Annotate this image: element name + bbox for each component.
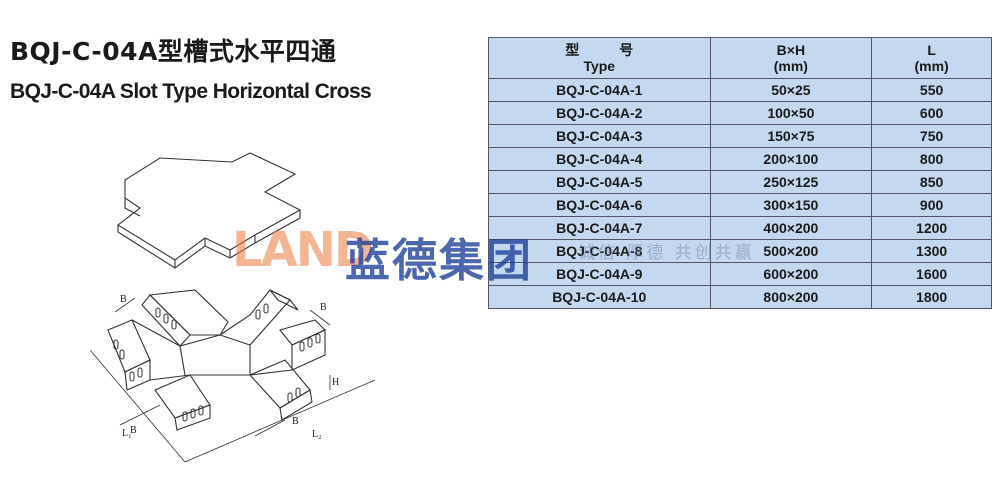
table-row: BQJ-C-04A-6 300×150 900 — [488, 193, 992, 217]
cell-size: 400×200 — [709, 216, 873, 240]
cross-iso-view — [107, 289, 326, 431]
header-model-cn: 型 号 — [565, 42, 652, 58]
cell-length: 1600 — [871, 262, 992, 286]
cell-model: BQJ-C-04A-2 — [488, 101, 711, 125]
cell-length: 600 — [871, 101, 992, 125]
table-row: BQJ-C-04A-1 50×25 550 — [488, 78, 992, 102]
cell-size: 50×25 — [709, 78, 873, 102]
cell-size: 200×100 — [709, 147, 873, 171]
header-size: B×H (mm) — [709, 37, 873, 79]
table-row: BQJ-C-04A-10 800×200 1800 — [488, 285, 992, 309]
cell-model: BQJ-C-04A-5 — [488, 170, 711, 194]
cell-length: 800 — [871, 147, 992, 171]
cell-size: 300×150 — [709, 193, 873, 217]
cell-model: BQJ-C-04A-9 — [488, 262, 711, 286]
cell-length: 900 — [871, 193, 992, 217]
table-row: BQJ-C-04A-2 100×50 600 — [488, 101, 992, 125]
cell-length: 850 — [871, 170, 992, 194]
table-row: BQJ-C-04A-8 500×200 1300 — [488, 239, 992, 263]
spec-table: 型 号 Type B×H (mm) L (mm) BQJ-C-04A-1 50×… — [488, 37, 992, 309]
dim-label-b-left: B — [120, 294, 127, 305]
dim-label-b-bottom-right: B — [292, 416, 299, 427]
title-english: BQJ-C-04A Slot Type Horizontal Cross — [10, 80, 372, 103]
table-row: BQJ-C-04A-9 600×200 1600 — [488, 262, 992, 286]
header-size-unit: (mm) — [773, 58, 808, 74]
dim-label-b-right: B — [320, 302, 327, 313]
cell-size: 500×200 — [709, 239, 873, 263]
cell-length: 750 — [871, 124, 992, 148]
cell-model: BQJ-C-04A-3 — [488, 124, 711, 148]
cell-size: 100×50 — [709, 101, 873, 125]
header-length-label: L — [927, 42, 936, 58]
dimension-lines — [89, 297, 376, 463]
cell-model: BQJ-C-04A-4 — [488, 147, 711, 171]
spec-table-header: 型 号 Type B×H (mm) L (mm) — [488, 37, 992, 79]
table-row: BQJ-C-04A-5 250×125 850 — [488, 170, 992, 194]
cell-length: 1200 — [871, 216, 992, 240]
cell-size: 250×125 — [709, 170, 873, 194]
title-chinese: BQJ-C-04A型槽式水平四通 — [10, 37, 337, 66]
cross-fitting-drawing: B B H B L₁ B L₂ — [89, 152, 376, 463]
cell-length: 1300 — [871, 239, 992, 263]
header-length: L (mm) — [871, 37, 992, 79]
header-model-en: Type — [583, 58, 616, 74]
cell-size: 800×200 — [709, 285, 873, 309]
watermark-brand: 蓝德集团 — [345, 234, 534, 287]
header-model: 型 号 Type — [488, 37, 711, 79]
table-row: BQJ-C-04A-7 400×200 1200 — [488, 216, 992, 240]
cell-size: 600×200 — [709, 262, 873, 286]
cell-size: 150×75 — [709, 124, 873, 148]
dim-label-l1: L₁ — [122, 428, 132, 439]
dim-label-h: H — [332, 377, 339, 388]
cell-model: BQJ-C-04A-10 — [488, 285, 711, 309]
cell-length: 1800 — [871, 285, 992, 309]
table-row: BQJ-C-04A-3 150×75 750 — [488, 124, 992, 148]
watermark-slogan: 诚信 厚德 共创共赢 — [578, 243, 755, 263]
cell-model: BQJ-C-04A-7 — [488, 216, 711, 240]
cell-model: BQJ-C-04A-6 — [488, 193, 711, 217]
dim-label-l2: L₂ — [312, 429, 322, 440]
cell-length: 550 — [871, 78, 992, 102]
cell-model: BQJ-C-04A-1 — [488, 78, 711, 102]
table-row: BQJ-C-04A-4 200×100 800 — [488, 147, 992, 171]
header-size-label: B×H — [776, 42, 806, 58]
dim-label-b-lower: B — [130, 425, 137, 436]
cross-top-view — [117, 152, 302, 269]
watermark-logo: LAND — [232, 222, 374, 278]
cell-model: BQJ-C-04A-8 — [488, 239, 711, 263]
header-length-unit: (mm) — [914, 58, 949, 74]
